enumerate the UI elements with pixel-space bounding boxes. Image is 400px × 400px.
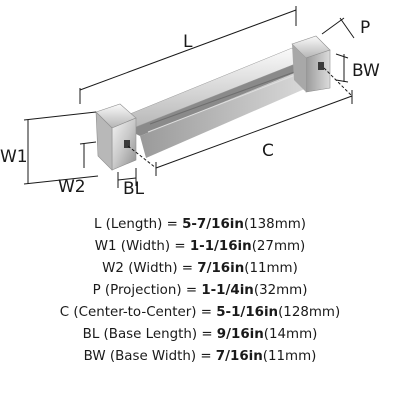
spec-length: L (Length) = 5-7/16in(138mm) (93, 217, 307, 232)
base-width-dimension-line (335, 53, 349, 59)
label-l: L (183, 32, 193, 52)
left-screw-hole (124, 140, 130, 148)
spec-base-width: BW (Base Width) = 7/16in(11mm) (83, 349, 317, 364)
length-dimension-line (79, 9, 297, 91)
label-bl: BL (123, 179, 145, 199)
dimension-diagram: L P BW W1 W2 BL C (0, 6, 380, 199)
spec-base-length: BL (Base Length) = 9/16in(14mm) (82, 327, 318, 342)
label-w1: W1 (0, 147, 28, 167)
center-to-center-dimension-line (155, 95, 353, 169)
dimension-lines (23, 6, 355, 188)
cabinet-handle (95, 35, 331, 171)
spec-center-to-center: C (Center-to-Center) = 5-1/16in(128mm) (59, 305, 341, 320)
label-p: P (360, 18, 370, 38)
projection-dimension-line (321, 17, 345, 35)
label-w2: W2 (58, 177, 86, 197)
spec-width-2: W2 (Width) = 7/16in(11mm) (102, 261, 298, 276)
spec-projection: P (Projection) = 1-1/4in(32mm) (92, 283, 308, 298)
label-bw: BW (352, 61, 380, 81)
right-screw-hole (318, 62, 324, 70)
spec-width-1: W1 (Width) = 1-1/16in(27mm) (94, 239, 306, 254)
label-c: C (262, 141, 274, 161)
